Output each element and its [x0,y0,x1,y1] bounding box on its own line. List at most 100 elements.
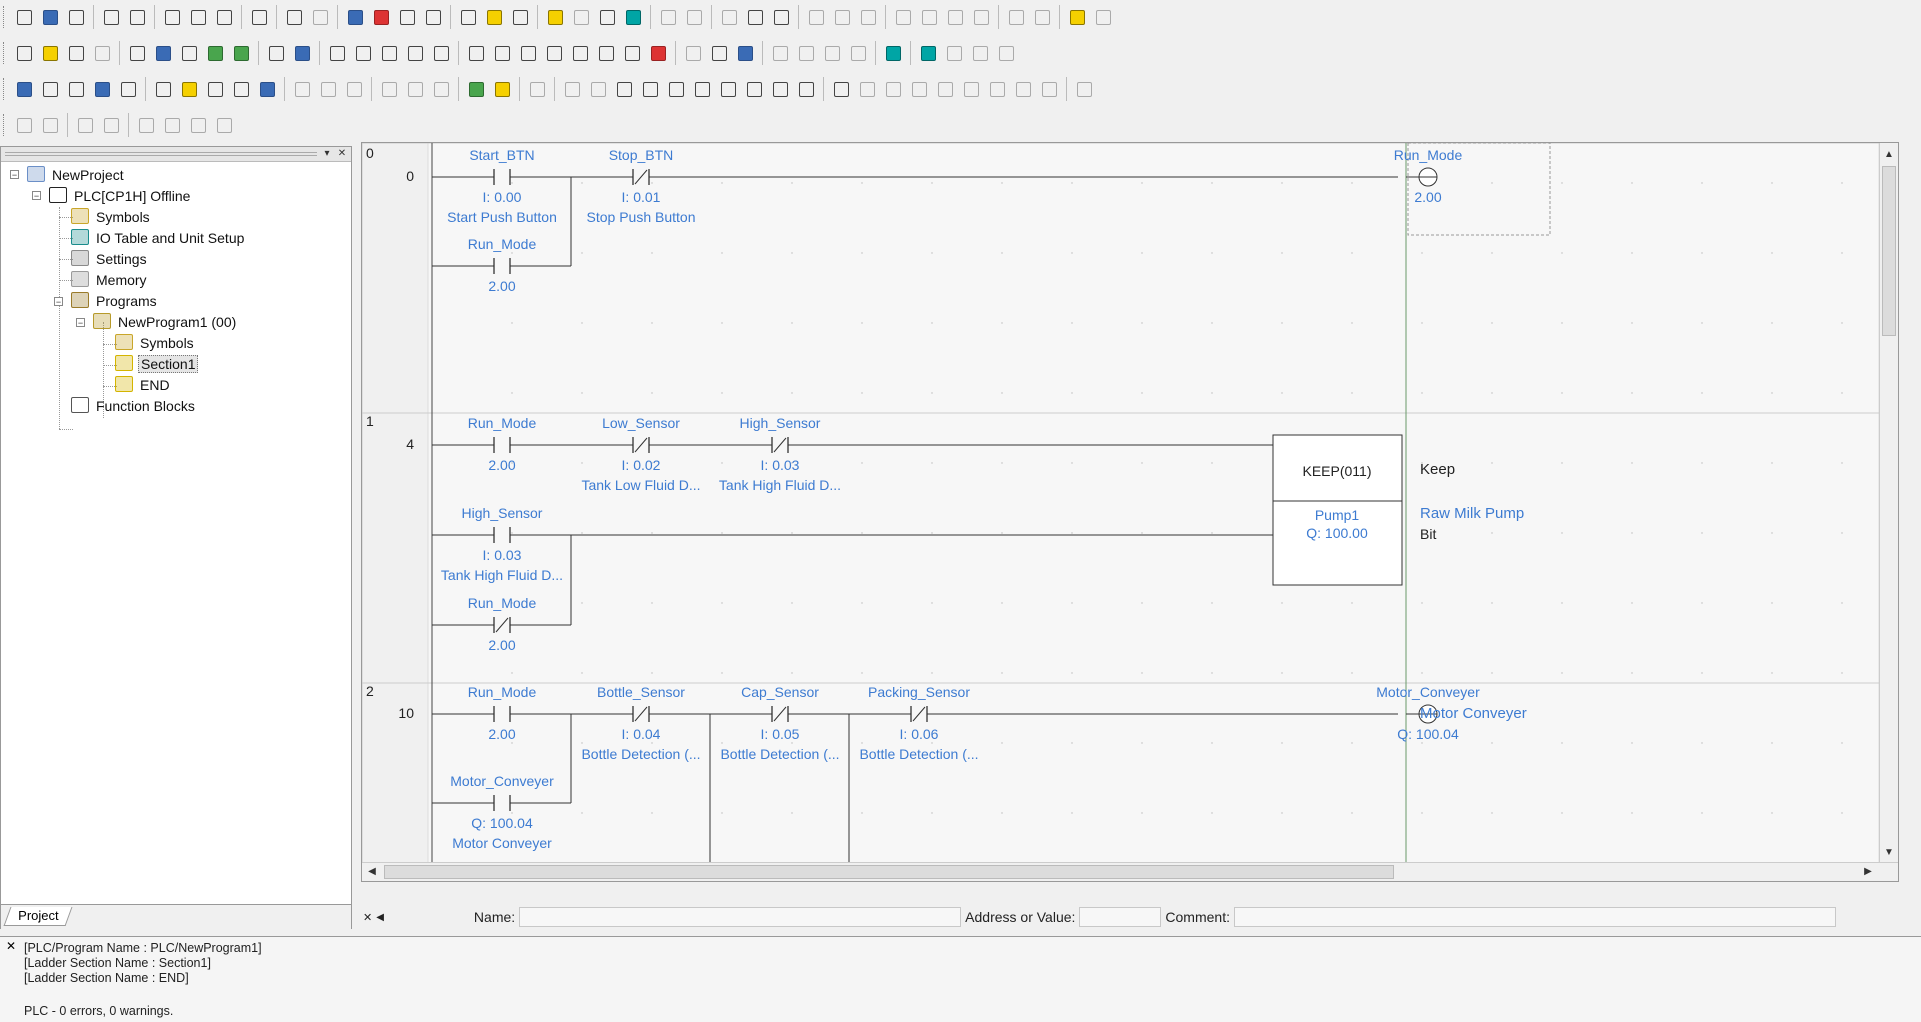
tb3-button-3-icon[interactable] [64,77,88,101]
output-close-icon[interactable]: ✕ [6,939,17,953]
tree-item-section1[interactable]: Section1 [115,354,199,374]
tb1-button-22-icon[interactable] [456,5,480,29]
tb1-button-17-icon[interactable] [343,5,367,29]
tb3-button-44-icon[interactable] [1011,77,1035,101]
tb2-button-1-icon[interactable] [12,41,36,65]
tb2-button-44-icon[interactable] [994,41,1018,65]
expand-toggle-programs[interactable]: − [54,297,63,307]
tb1-button-39-icon[interactable] [830,5,854,29]
tb3-button-39-icon[interactable] [881,77,905,101]
tree-item-plc-cp1h-offline[interactable]: PLC[CP1H] Offline [49,186,192,206]
tb1-button-15-icon[interactable] [308,5,332,29]
tb3-button-43-icon[interactable] [985,77,1009,101]
tb3-button-5-icon[interactable] [116,77,140,101]
name-field[interactable] [519,907,962,927]
horizontal-scroll-thumb[interactable] [384,865,1394,879]
tb2-button-39-icon[interactable] [881,41,905,65]
tree-item-end[interactable]: END [115,375,172,395]
tb3-button-35-icon[interactable] [794,77,818,101]
tb4-button-1-icon[interactable] [12,113,36,137]
tb2-button-42-icon[interactable] [942,41,966,65]
tb3-button-9-icon[interactable] [203,77,227,101]
tb3-button-13-icon[interactable] [290,77,314,101]
tb2-button-34-icon[interactable] [768,41,792,65]
tb4-button-8-icon[interactable] [160,113,184,137]
scroll-down-icon[interactable]: ▼ [1884,847,1894,858]
tb1-button-34-icon[interactable] [717,5,741,29]
tb3-button-22-icon[interactable] [490,77,514,101]
pane-close-icon[interactable]: ✕ [337,148,347,159]
tb1-button-48-icon[interactable] [1030,5,1054,29]
tb2-button-37-icon[interactable] [846,41,870,65]
close-bar-icon[interactable]: ✕ [363,911,373,924]
tb3-button-30-icon[interactable] [664,77,688,101]
tb4-button-4-icon[interactable] [73,113,97,137]
horizontal-scrollbar[interactable]: ◀ ▶ [362,862,1898,881]
vertical-scrollbar[interactable]: ▲ ▼ [1879,143,1898,881]
tb1-button-10-icon[interactable] [212,5,236,29]
tb2-button-18-icon[interactable] [403,41,427,65]
tb2-button-25-icon[interactable] [568,41,592,65]
tb4-button-7-icon[interactable] [134,113,158,137]
tb1-button-40-icon[interactable] [856,5,880,29]
tb2-button-27-icon[interactable] [620,41,644,65]
tb1-button-47-icon[interactable] [1004,5,1028,29]
tree-item-newproject[interactable]: NewProject [27,165,126,185]
tree-item-settings[interactable]: Settings [71,249,149,269]
tree-item-newprogram1-00[interactable]: NewProgram1 (00) [93,312,238,332]
tb1-button-28-icon[interactable] [595,5,619,29]
tree-item-symbols[interactable]: Symbols [115,333,196,353]
tb1-button-51-icon[interactable] [1091,5,1115,29]
tb2-button-35-icon[interactable] [794,41,818,65]
tb2-button-16-icon[interactable] [351,41,375,65]
comment-field[interactable] [1233,907,1836,927]
tb1-button-45-icon[interactable] [969,5,993,29]
tb1-button-42-icon[interactable] [891,5,915,29]
tb2-button-21-icon[interactable] [464,41,488,65]
tb3-button-32-icon[interactable] [716,77,740,101]
tb3-button-14-icon[interactable] [316,77,340,101]
tb2-button-28-icon[interactable] [646,41,670,65]
tb2-button-31-icon[interactable] [707,41,731,65]
tab-project[interactable]: Project [3,907,73,926]
tb1-button-36-icon[interactable] [769,5,793,29]
tb3-button-26-icon[interactable] [560,77,584,101]
tb3-button-24-icon[interactable] [525,77,549,101]
tb1-button-32-icon[interactable] [682,5,706,29]
tb1-button-31-icon[interactable] [656,5,680,29]
tb2-button-26-icon[interactable] [594,41,618,65]
tb4-button-10-icon[interactable] [212,113,236,137]
tb2-button-17-icon[interactable] [377,41,401,65]
tb2-button-19-icon[interactable] [429,41,453,65]
tree-item-memory[interactable]: Memory [71,270,149,290]
tb2-button-7-icon[interactable] [151,41,175,65]
tb2-button-36-icon[interactable] [820,41,844,65]
tb1-button-19-icon[interactable] [395,5,419,29]
tb3-button-8-icon[interactable] [177,77,201,101]
tb3-button-1-icon[interactable] [12,77,36,101]
tb4-button-9-icon[interactable] [186,113,210,137]
tree-item-programs[interactable]: Programs [71,291,159,311]
address-field[interactable] [1079,907,1162,927]
tb2-button-32-icon[interactable] [733,41,757,65]
tb2-button-12-icon[interactable] [264,41,288,65]
tb1-button-26-icon[interactable] [543,5,567,29]
expand-toggle-plc[interactable]: − [32,191,41,201]
tree-item-io-table-and-unit-setup[interactable]: IO Table and Unit Setup [71,228,246,248]
tb1-button-24-icon[interactable] [508,5,532,29]
tb1-button-9-icon[interactable] [186,5,210,29]
vertical-scroll-thumb[interactable] [1882,166,1896,336]
tb3-button-19-icon[interactable] [429,77,453,101]
tb3-button-37-icon[interactable] [829,77,853,101]
tb1-button-35-icon[interactable] [743,5,767,29]
tb2-button-10-icon[interactable] [229,41,253,65]
pane-grip[interactable] [5,152,317,156]
tb3-button-31-icon[interactable] [690,77,714,101]
tb2-button-41-icon[interactable] [916,41,940,65]
tb2-button-23-icon[interactable] [516,41,540,65]
tb1-button-43-icon[interactable] [917,5,941,29]
tb1-button-44-icon[interactable] [943,5,967,29]
tb3-button-27-icon[interactable] [586,77,610,101]
tb2-button-9-icon[interactable] [203,41,227,65]
